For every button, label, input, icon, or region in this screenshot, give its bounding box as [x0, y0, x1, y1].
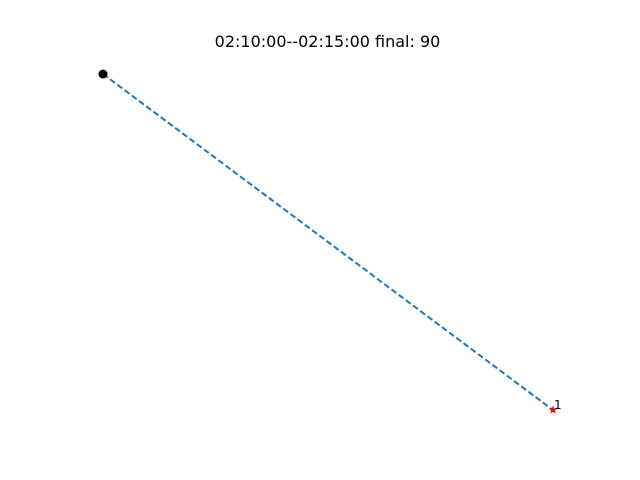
chart-title: 02:10:00--02:15:00 final: 90 — [214, 32, 441, 51]
end-point-label: 1 — [554, 398, 562, 412]
start-point-marker — [98, 69, 108, 79]
series-line-0 — [102, 73, 554, 411]
marker-layer: 1 — [98, 69, 562, 414]
series-layer — [102, 73, 554, 411]
end-point-star-marker — [548, 405, 558, 414]
